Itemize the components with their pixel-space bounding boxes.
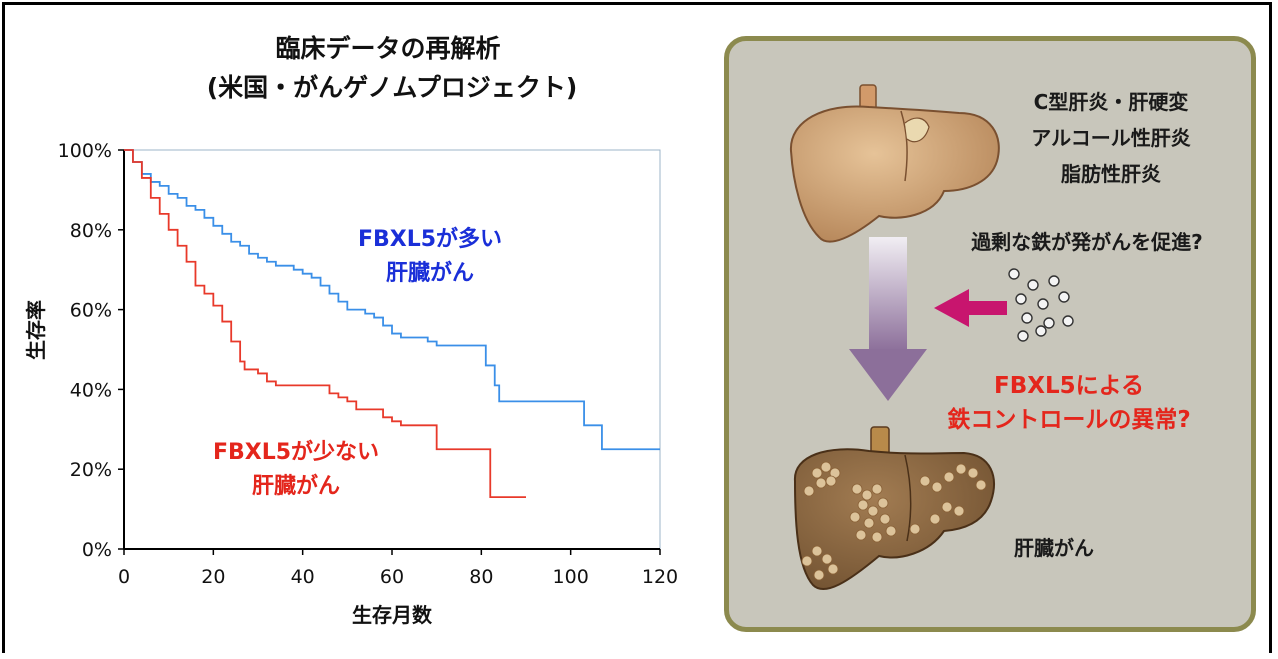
progression-arrow-icon: [849, 237, 927, 401]
y-tick-label: 60%: [70, 300, 112, 322]
cause-line-1: C型肝炎・肝硬変: [1034, 90, 1189, 114]
cancer-liver-icon: [793, 426, 995, 590]
cause-line-2: アルコール性肝炎: [1031, 126, 1190, 150]
question-text: 過剰な鉄が発がんを促進?: [971, 230, 1203, 254]
y-tick-label: 80%: [70, 220, 112, 242]
x-tick-label: 0: [118, 566, 130, 588]
x-tick-label: 60: [380, 566, 404, 588]
healthy-liver-icon: [789, 84, 1000, 243]
hypothesis-line-1: FBXL5による: [994, 373, 1144, 399]
y-axis-label: 生存率: [24, 300, 48, 360]
x-tick-label: 80: [469, 566, 493, 588]
mechanism-illustration: C型肝炎・肝硬変 アルコール性肝炎 脂肪性肝炎 過剰な鉄が発がんを促進?: [789, 84, 1203, 590]
y-axis-ticks: 0% 20% 40% 60% 80% 100%: [58, 140, 124, 561]
series-high-label-line1: FBXL5が多い: [358, 226, 502, 252]
hypothesis-line-2: 鉄コントロールの異常?: [947, 406, 1190, 433]
x-axis-label: 生存月数: [352, 603, 433, 627]
x-tick-label: 100: [553, 566, 589, 588]
series-low-line: [124, 149, 526, 499]
series-low-label-line1: FBXL5が少ない: [213, 439, 379, 465]
iron-arrow-icon: [934, 289, 1007, 327]
series-lines: [124, 149, 660, 499]
y-tick-label: 0%: [82, 539, 112, 561]
y-tick-label: 20%: [70, 459, 112, 481]
mechanism-panel: C型肝炎・肝硬変 アルコール性肝炎 脂肪性肝炎 過剰な鉄が発がんを促進?: [724, 36, 1256, 632]
series-high-label-line2: 肝臓がん: [386, 260, 474, 286]
chart-title: 臨床データの再解析: [275, 34, 500, 63]
series-low-label-line2: 肝臓がん: [252, 473, 340, 499]
cause-line-3: 脂肪性肝炎: [1061, 162, 1161, 186]
x-axis-ticks: 0 20 40 60 80 100 120: [118, 549, 678, 588]
y-tick-label: 100%: [58, 140, 112, 162]
y-tick-label: 40%: [70, 379, 112, 401]
x-tick-label: 40: [291, 566, 315, 588]
iron-particles-icon: [1008, 268, 1074, 342]
x-tick-label: 20: [201, 566, 225, 588]
x-tick-label: 120: [642, 566, 678, 588]
chart-subtitle: (米国・がんゲノムプロジェクト): [207, 73, 578, 102]
result-text: 肝臓がん: [1014, 536, 1094, 560]
series-high-line: [124, 149, 660, 451]
